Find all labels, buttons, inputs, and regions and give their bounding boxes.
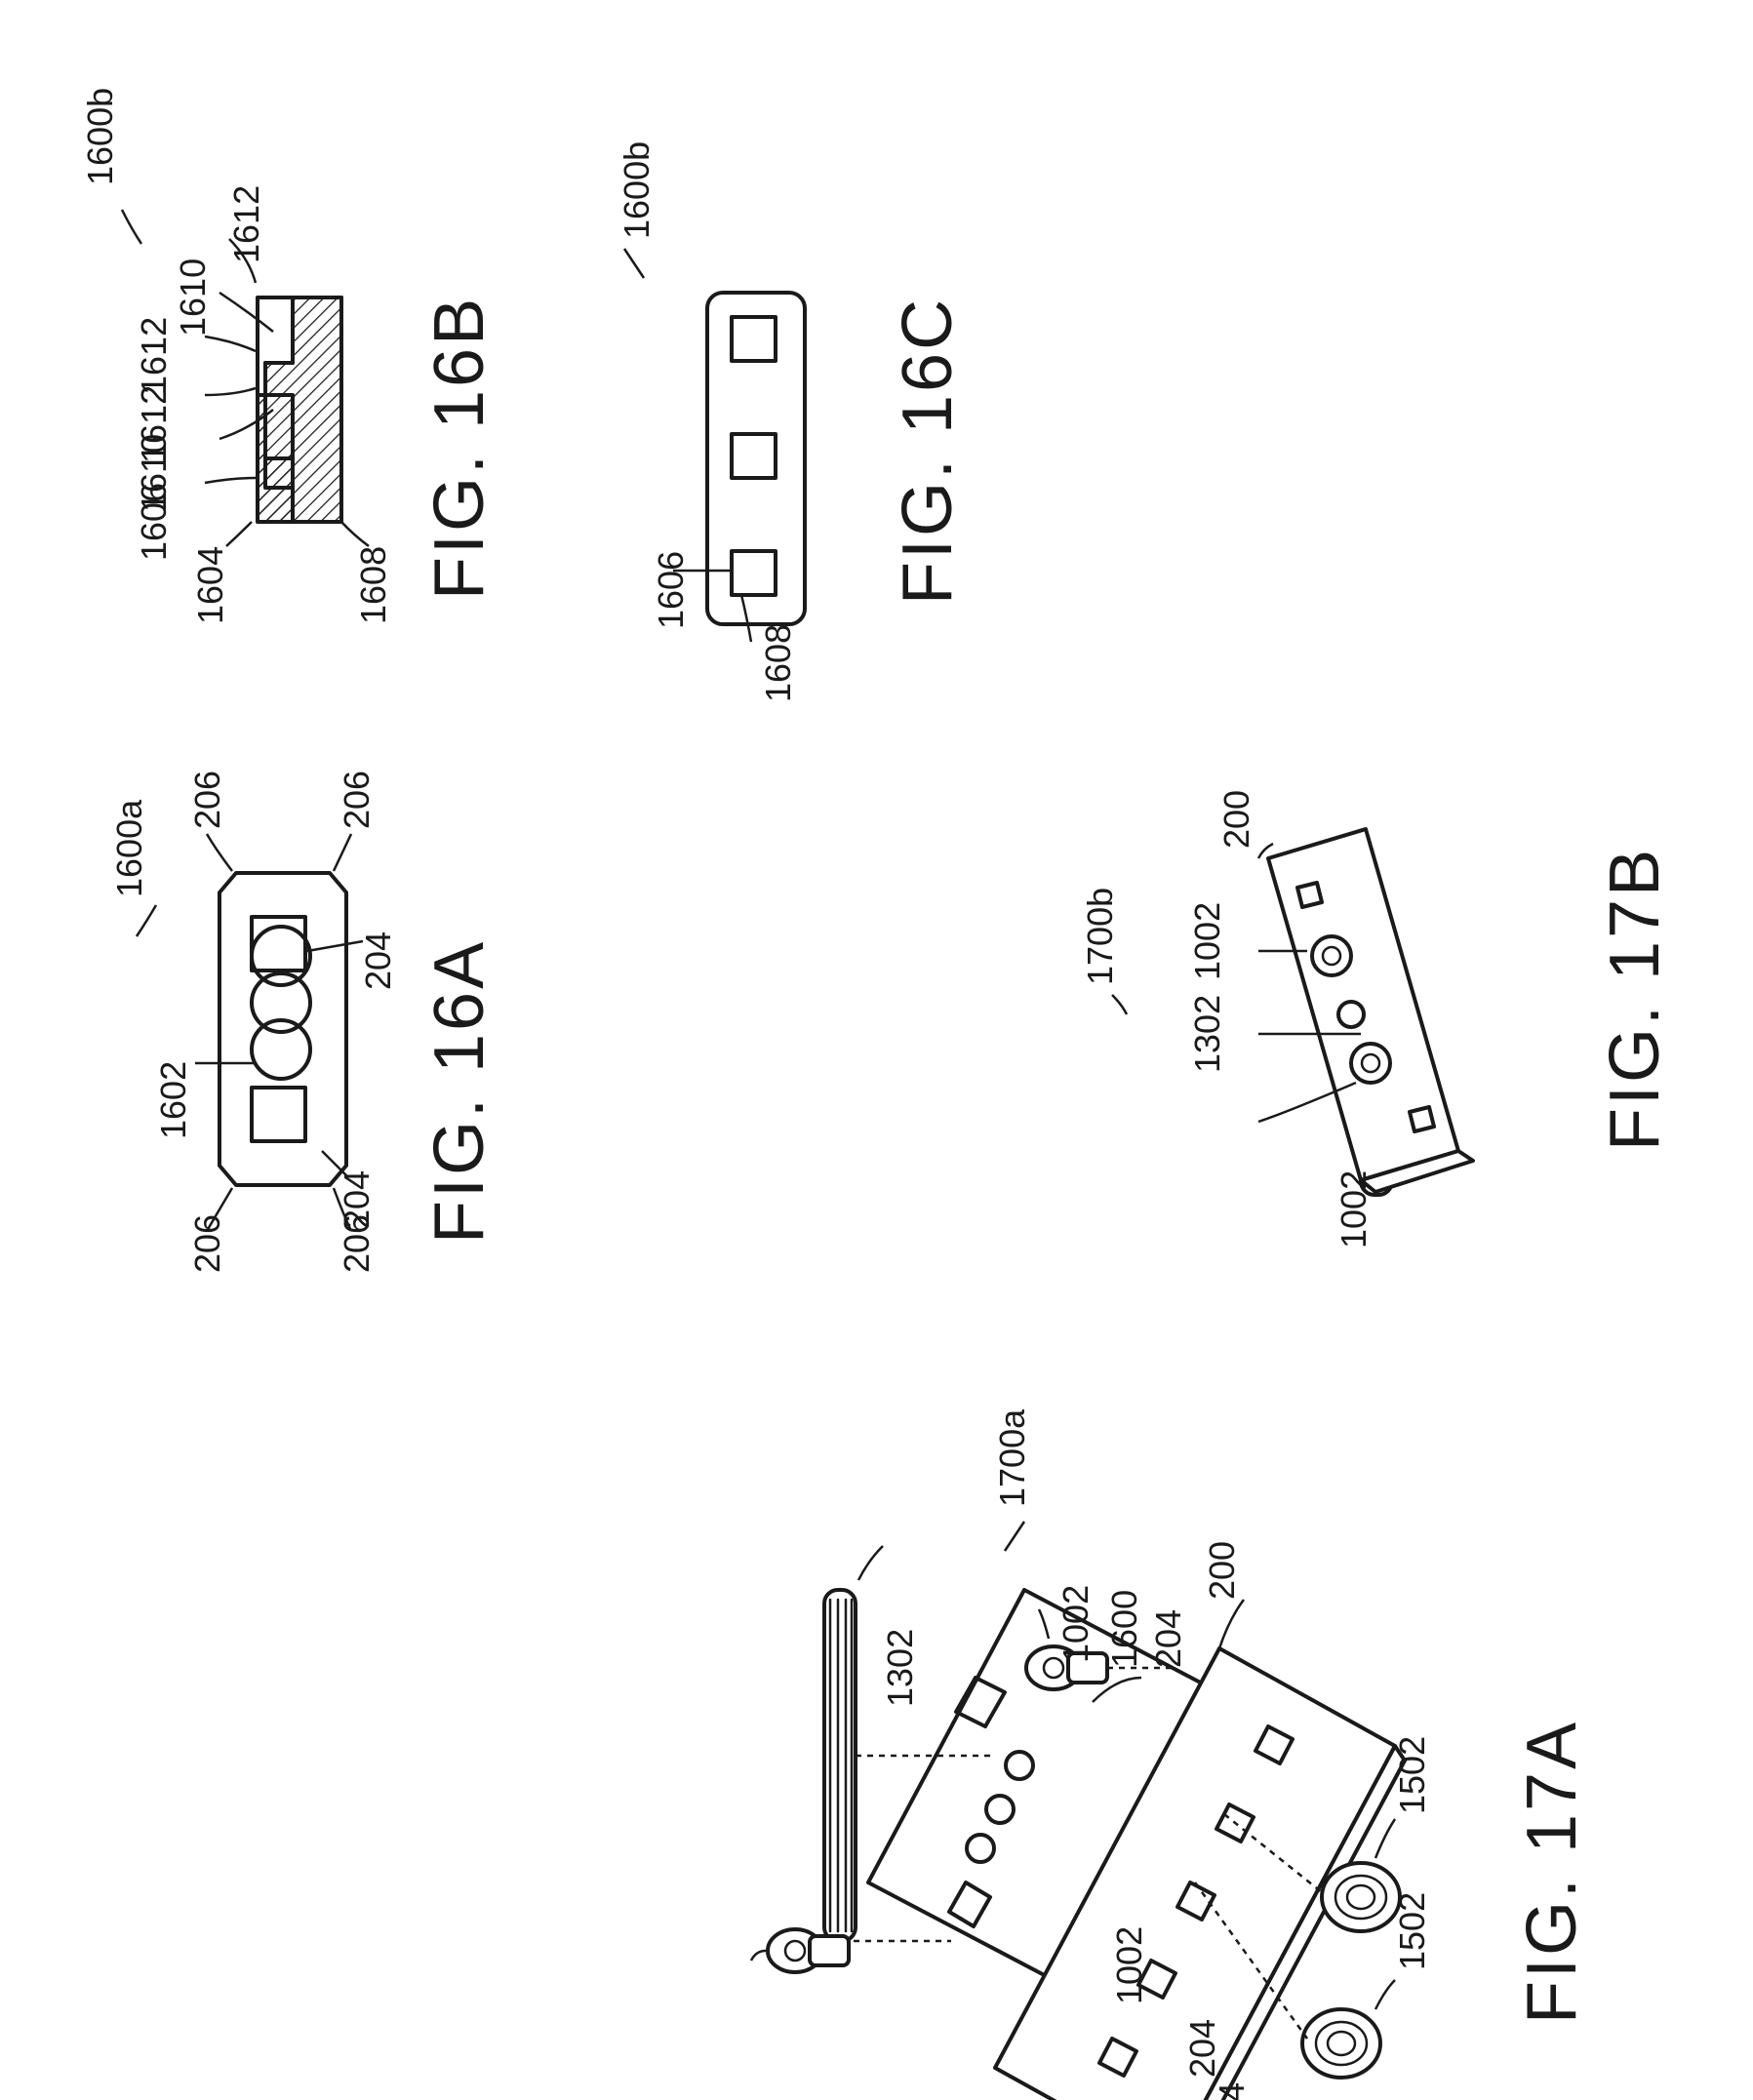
leader-1302-17a (857, 1545, 884, 1581)
leader-1502-a (1374, 1818, 1397, 1859)
leader-204-bottom (321, 1150, 347, 1176)
leader-200-17b (1256, 842, 1274, 859)
assembly-line-5 (1193, 1882, 1309, 2040)
fig-16c-drawing: 1606 1608 1600b FIG. 16C (617, 141, 967, 702)
ref-206-br: 206 (337, 1214, 377, 1273)
disc-1502-a (1320, 1861, 1402, 1933)
rod-17a (822, 1588, 857, 1943)
screw-left-17a (766, 1927, 851, 1974)
ref-1600b-16b: 1600b (80, 88, 120, 185)
ref-204-top: 204 (358, 931, 398, 990)
caption-fig17b: FIG. 17B (1596, 847, 1674, 1151)
leader-1600a (135, 904, 158, 937)
ref-204-bottom-17a: 204 (1212, 2082, 1252, 2100)
ref-204-bottom: 204 (337, 1170, 377, 1229)
square-opening-right (250, 915, 307, 972)
round-opening-3 (250, 925, 312, 987)
step-profile (263, 296, 295, 490)
ref-1502-b: 1502 (1392, 1892, 1432, 1970)
square-16c-2 (730, 432, 777, 480)
ref-1612-c: 1612 (226, 185, 266, 263)
leader-1604 (225, 521, 253, 547)
plate-200-17b (1266, 827, 1475, 1194)
leader-206-tr (332, 833, 353, 872)
leader-1502-b (1374, 1979, 1396, 2010)
leader-1600-17a (1092, 1676, 1142, 1703)
leader-1600b-16c (622, 248, 646, 279)
leader-1612c (228, 238, 258, 284)
ref-1606-16c: 1606 (651, 551, 691, 629)
ref-1502-a: 1502 (1392, 1736, 1432, 1814)
leader-204-top (306, 939, 364, 953)
leader-1608-16c (739, 594, 753, 643)
leader-1700a (1003, 1521, 1026, 1552)
ref-200-17a: 200 (1202, 1541, 1242, 1600)
disc-1502-b (1300, 2007, 1382, 2080)
ref-1610-a: 1610 (134, 434, 174, 512)
ref-1600-17a: 1600 (1104, 1590, 1144, 1668)
ref-1606: 1606 (134, 483, 174, 561)
fig-17a-drawing: 1302 1002 1002 1600 204 200 1700a 204 20… (749, 1408, 1591, 2100)
ref-1602: 1602 (153, 1061, 193, 1139)
ref-1600a: 1600a (109, 799, 149, 897)
leader-1612b (204, 335, 257, 353)
ref-206-tr: 206 (337, 771, 377, 829)
ref-206-tl: 206 (187, 771, 227, 829)
ref-1002-left: 1002 (1109, 1926, 1149, 2004)
square-16c-3 (730, 315, 777, 363)
ref-1302-17a: 1302 (880, 1629, 920, 1707)
caption-fig16c: FIG. 16C (889, 297, 967, 605)
round-opening-1 (250, 1018, 312, 1081)
leader-206-tl (205, 833, 233, 872)
leader-1608 (340, 521, 370, 547)
leader-1002-left (749, 1949, 767, 1961)
plate-16c (705, 291, 807, 626)
ref-1608-16c: 1608 (758, 624, 798, 702)
caption-fig17a: FIG. 17A (1513, 1720, 1591, 2024)
leader-1002-right (1037, 1608, 1051, 1640)
square-16c-1 (730, 549, 777, 597)
plate-outline-16a (218, 871, 348, 1187)
ref-1700a: 1700a (992, 1408, 1032, 1507)
leader-1600b (120, 209, 143, 245)
ref-1002-bottom-17b: 1002 (1334, 1170, 1374, 1248)
ref-200-17b: 200 (1216, 790, 1256, 849)
square-opening-left (250, 1086, 307, 1143)
leader-1612a (204, 386, 257, 397)
ref-1700b: 1700b (1080, 888, 1120, 985)
fig-17b-drawing: 1002 1002 1302 200 1700b FIG. 17B (1080, 790, 1674, 1248)
leader-206-bl (205, 1187, 234, 1232)
ref-1002-right: 1002 (1056, 1585, 1096, 1663)
leader-1606 (204, 476, 257, 485)
ref-1612-b: 1612 (134, 317, 174, 395)
round-opening-2 (250, 971, 312, 1034)
ref-1610-b: 1610 (173, 258, 213, 337)
ref-204-top-17a: 204 (1148, 1609, 1188, 1668)
fig-16a-drawing: 206 206 206 206 204 204 1602 1600a FIG. … (109, 771, 498, 1273)
assembly-line-4 (1223, 1813, 1323, 1893)
ref-1302-17b: 1302 (1187, 995, 1227, 1073)
leader-200-17a (1217, 1599, 1246, 1649)
leader-1610b (219, 291, 274, 333)
ref-1600b-16c: 1600b (617, 141, 657, 239)
caption-fig16b: FIG. 16B (420, 296, 498, 600)
ref-1604: 1604 (190, 546, 230, 624)
leader-1002-bottom-17b (1257, 1081, 1357, 1124)
leader-1610a (219, 409, 274, 441)
fig-16b-drawing: 1604 1608 1606 1610 1612 1612 1610 1612 … (80, 88, 498, 624)
ref-1002-top-17b: 1002 (1187, 902, 1227, 980)
leader-1700b (1111, 994, 1129, 1015)
caption-fig16a: FIG. 16A (420, 939, 498, 1244)
ref-204-left-17a: 204 (1182, 2019, 1222, 2078)
plate-200-17a (993, 1646, 1407, 2100)
ref-1612-a: 1612 (134, 385, 174, 463)
ref-206-bl: 206 (187, 1214, 227, 1273)
ref-1608: 1608 (353, 546, 393, 624)
leader-206-br (332, 1187, 353, 1232)
